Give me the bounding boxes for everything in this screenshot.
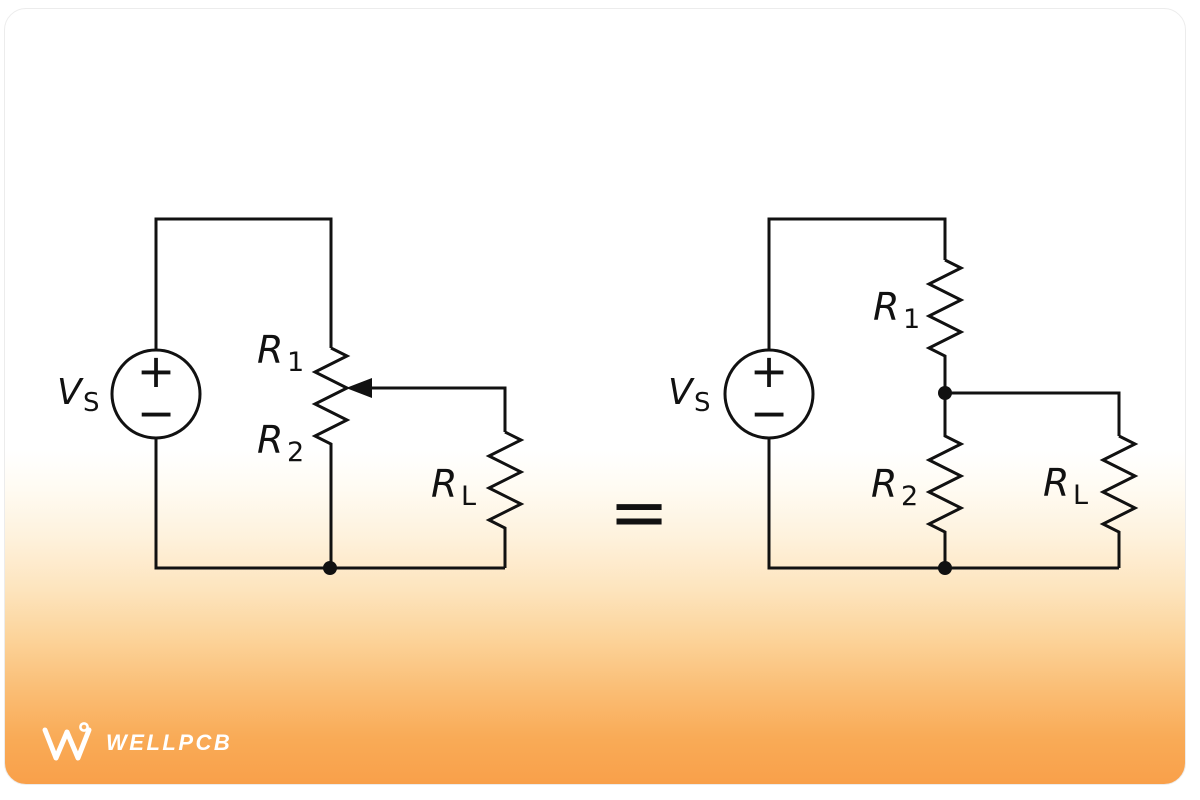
r2-label-subscript: 2 — [901, 481, 918, 512]
wire-top-right — [767, 217, 947, 350]
wire-node-to-load — [945, 391, 1121, 436]
equals-sign: = — [609, 470, 669, 554]
wire-bottom-right — [767, 438, 1119, 570]
r1-resistor — [925, 258, 965, 393]
minus-sign: − — [137, 386, 176, 440]
junction-dot — [323, 561, 337, 575]
r1-label: R — [257, 328, 283, 372]
footer-brand: WELLPCB — [40, 720, 232, 766]
source-label: V — [668, 372, 695, 413]
potentiometer-resistor — [311, 346, 351, 568]
rl-label-subscript: L — [1073, 480, 1088, 511]
minus-sign: − — [750, 386, 789, 440]
voltage-source-symbol — [723, 348, 815, 440]
plus-sign: + — [137, 344, 176, 398]
source-label-subscript: S — [83, 388, 100, 418]
wellpcb-logo-icon — [42, 722, 92, 761]
plus-sign: + — [750, 344, 789, 398]
rl-label: R — [1043, 461, 1069, 505]
r2-resistor — [925, 393, 965, 568]
voltage-source-symbol — [110, 348, 202, 440]
wire-top-left — [154, 217, 333, 350]
r1-label-subscript: 1 — [287, 347, 304, 378]
r1-label-subscript: 1 — [903, 304, 920, 335]
right-circuit: + − V S R 1 R 2 R L — [668, 217, 1139, 575]
r2-label-subscript: 2 — [287, 437, 304, 468]
r2-label: R — [257, 418, 283, 462]
load-resistor — [1099, 434, 1139, 568]
wiper-arrow-icon — [346, 378, 372, 398]
rl-label-subscript: L — [461, 481, 476, 512]
left-circuit: + − V S R 1 R 2 R L — [57, 217, 525, 575]
load-resistor — [485, 430, 525, 568]
junction-dot — [938, 561, 952, 575]
wire-bottom-left — [154, 438, 505, 570]
rl-label: R — [431, 462, 457, 506]
r2-label: R — [871, 462, 897, 506]
wire-wiper-to-load — [370, 386, 507, 432]
source-label-subscript: S — [694, 388, 711, 418]
source-label: V — [57, 372, 84, 413]
r1-label: R — [873, 285, 899, 329]
brand-name: WELLPCB — [106, 730, 233, 755]
